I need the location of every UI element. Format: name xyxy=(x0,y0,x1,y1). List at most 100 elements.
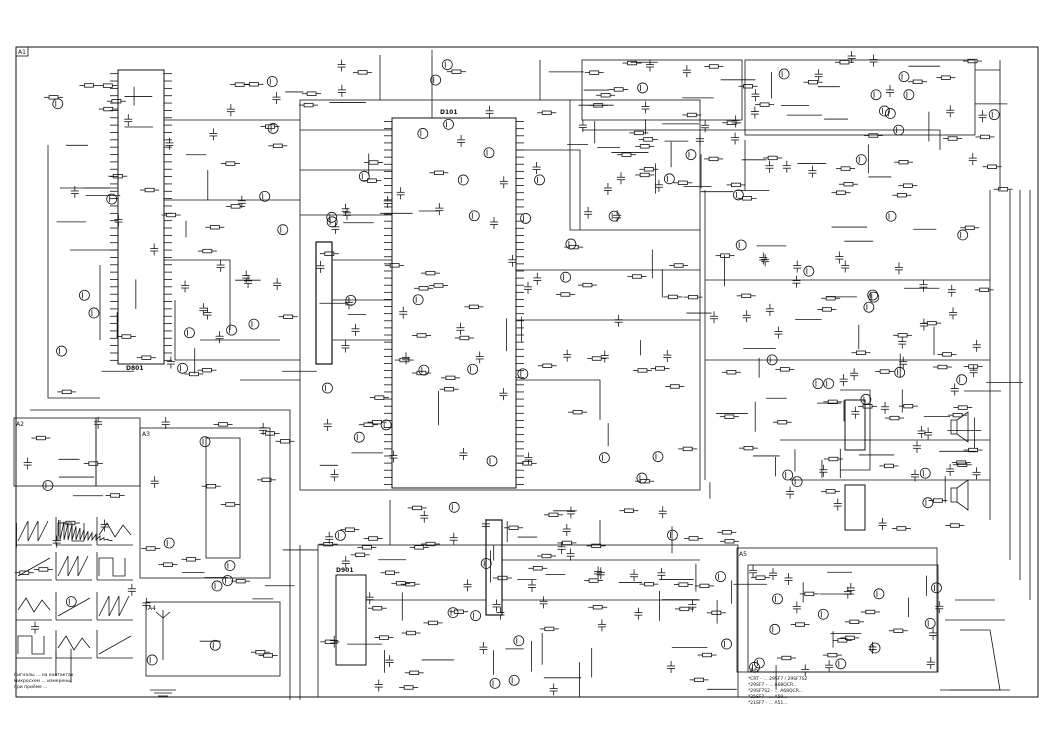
sheet-corner-box xyxy=(15,46,29,57)
resistor-symbol xyxy=(849,619,860,625)
resistor-symbol xyxy=(444,387,454,392)
note-line: *21SF7 - ... A51... xyxy=(748,700,788,706)
transistor-symbol xyxy=(868,291,880,303)
resistor-symbol xyxy=(102,83,113,88)
transistor-symbol xyxy=(146,654,158,666)
transistor-symbol xyxy=(823,378,835,390)
resistor-symbol xyxy=(980,134,990,140)
resistor-symbol xyxy=(589,70,600,75)
resistor-symbol xyxy=(84,83,94,88)
transistor-symbol xyxy=(869,642,881,654)
resistor-symbol xyxy=(964,225,975,230)
resistor-symbol xyxy=(731,182,741,188)
sheet-border xyxy=(15,46,1039,698)
center-wiring xyxy=(300,50,700,420)
note-line: *29SF7S2 - ... A68QCR... xyxy=(748,688,803,694)
transistor-symbol xyxy=(483,147,495,159)
resistor-symbol xyxy=(821,307,832,312)
transistor-symbol xyxy=(715,571,726,583)
resistor-symbol xyxy=(418,286,429,291)
resistor-symbol xyxy=(368,536,379,541)
resistor-symbol xyxy=(145,546,156,551)
transistor-symbol xyxy=(898,71,910,83)
resistor-symbol xyxy=(283,314,294,319)
transistor-symbol xyxy=(520,213,532,224)
transistor-symbol xyxy=(817,608,829,620)
svg-text:A5: A5 xyxy=(739,551,747,558)
svg-text:A6: A6 xyxy=(750,667,758,674)
transistor-symbol xyxy=(106,193,118,205)
resistor-symbol xyxy=(633,130,644,136)
resistor-symbol xyxy=(592,605,603,610)
resistor-symbol xyxy=(372,419,382,425)
resistor-symbol xyxy=(673,263,684,268)
resistor-symbol xyxy=(868,133,879,138)
resistor-symbol xyxy=(600,93,611,98)
resistor-symbol xyxy=(303,102,314,108)
waveform-trace xyxy=(57,555,89,577)
transistor-symbol xyxy=(903,89,915,101)
resistor-symbol xyxy=(711,610,722,615)
resistor-symbol xyxy=(111,99,122,104)
resistor-symbol xyxy=(777,420,788,425)
transistor-symbol xyxy=(812,378,824,390)
notes-bottom-right: *CRT - ... 29SF7 / 29SF7S2*29SF7 - ... A… xyxy=(748,676,807,706)
resistor-symbol xyxy=(385,570,395,575)
transistor-symbol xyxy=(924,617,936,629)
transistor-symbol xyxy=(637,82,648,94)
resistor-symbol xyxy=(825,489,836,494)
resistor-symbol xyxy=(235,579,246,584)
transistor-symbol xyxy=(358,170,370,182)
resistor-symbol xyxy=(688,294,698,300)
transistor-symbol xyxy=(863,301,875,313)
transistor-symbol xyxy=(322,382,333,394)
svg-text:A4: A4 xyxy=(148,605,156,612)
resistor-symbol xyxy=(639,172,650,178)
resistor-symbol xyxy=(856,350,866,355)
resistor-symbol xyxy=(218,422,228,427)
resistor-symbol xyxy=(541,110,552,115)
resistor-symbol xyxy=(836,190,846,195)
resistor-symbol xyxy=(560,292,571,297)
resistor-symbol xyxy=(667,294,678,300)
sub-board-a6: A6 A5 xyxy=(736,547,939,674)
resistor-symbol xyxy=(968,364,979,369)
transistor-symbol xyxy=(885,210,897,222)
sub-board-a3 xyxy=(95,417,141,487)
transistor-symbol xyxy=(211,580,223,592)
resistor-symbol xyxy=(679,606,690,612)
resistor-symbol xyxy=(862,404,873,409)
resistor-symbol xyxy=(272,143,283,148)
transistor-symbol xyxy=(209,639,221,651)
svg-text:A3: A3 xyxy=(142,431,150,438)
transistor-symbol xyxy=(867,289,879,301)
transistor-symbol xyxy=(457,174,469,186)
transistor-symbol xyxy=(884,108,896,119)
resistor-symbol xyxy=(720,253,730,258)
transistor-symbol xyxy=(42,480,54,491)
speaker-upper-icon xyxy=(950,411,969,443)
top-right-components xyxy=(584,51,1013,198)
transistor-symbol xyxy=(922,497,934,509)
resistor-symbol xyxy=(459,335,470,341)
waveform-trace xyxy=(98,522,132,538)
note-line: *CRT - ... 29SF7 / 29SF7S2 xyxy=(748,676,807,682)
resistor-symbol xyxy=(582,282,593,288)
svg-text:D101: D101 xyxy=(440,109,458,116)
center-ic-pins xyxy=(384,121,524,485)
resistor-symbol xyxy=(781,655,792,661)
resistor-symbol xyxy=(865,609,876,615)
resistor-symbol xyxy=(414,545,425,550)
resistor-symbol xyxy=(542,363,553,368)
resistor-symbol xyxy=(937,364,948,370)
left-ic-pins xyxy=(110,73,172,361)
resistor-symbol xyxy=(368,160,379,165)
resistor-symbol xyxy=(189,371,199,377)
transistor-symbol xyxy=(467,363,479,375)
resistor-symbol xyxy=(265,124,275,129)
resistor-symbol xyxy=(433,170,444,175)
resistor-symbol xyxy=(879,369,890,374)
resistor-symbol xyxy=(827,652,838,658)
resistor-symbol xyxy=(912,79,923,84)
